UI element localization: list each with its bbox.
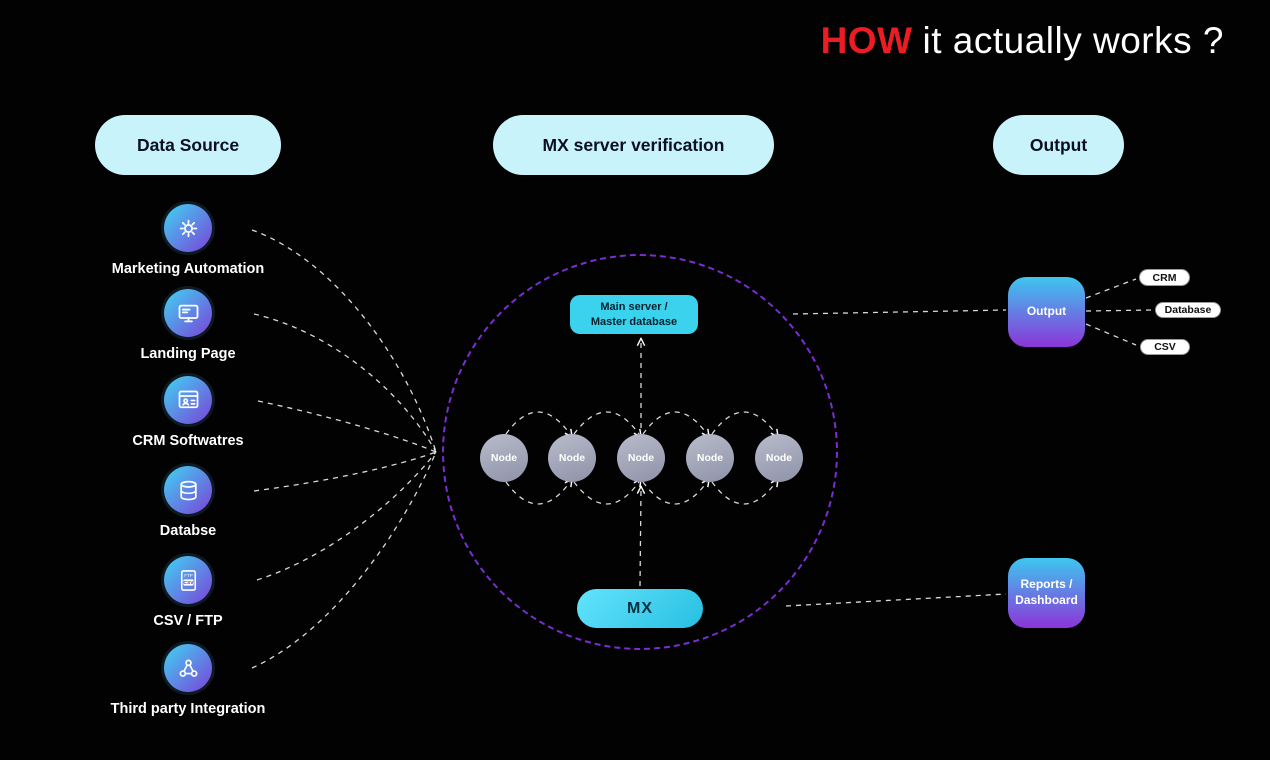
- node-label: Node: [627, 452, 655, 464]
- source-item-third-party: Third party Integration: [78, 644, 298, 717]
- source-label: Databse: [159, 523, 217, 539]
- header-data-source: Data Source: [95, 115, 281, 175]
- output-to-crm: [1085, 278, 1137, 299]
- source-label: Landing Page: [140, 346, 236, 362]
- marketing-automation-icon: [164, 204, 212, 252]
- node-label: Node: [490, 452, 518, 464]
- circle-to-reports: [785, 593, 1007, 607]
- svg-text:CSV: CSV: [183, 580, 194, 586]
- verification-cluster-circle: [442, 254, 838, 650]
- node-circle-1: Node: [480, 434, 528, 482]
- output-target-csv: CSV: [1140, 339, 1190, 355]
- title-highlight: HOW: [820, 20, 913, 61]
- output-to-database: [1085, 309, 1154, 312]
- source-label: Marketing Automation: [111, 261, 265, 277]
- source-label: Third party Integration: [110, 701, 266, 717]
- circle-to-output: [792, 309, 1007, 315]
- landing-page-icon: [164, 289, 212, 337]
- output-to-csv: [1085, 323, 1137, 346]
- node-circle-5: Node: [755, 434, 803, 482]
- node-circle-3: Node: [617, 434, 665, 482]
- title-rest: it actually works ?: [922, 20, 1224, 61]
- main-server-box: Main server / Master database: [570, 295, 698, 334]
- output-target-database: Database: [1155, 302, 1221, 318]
- header-output: Output: [993, 115, 1124, 175]
- mx-box: MX: [577, 589, 703, 628]
- source-item-landing-page: Landing Page: [78, 289, 298, 362]
- output-box-label: Output: [1026, 304, 1067, 319]
- source-label: CSV / FTP: [153, 613, 223, 629]
- node-label: Node: [765, 452, 793, 464]
- main-server-line1: Main server /: [600, 300, 668, 313]
- node-circle-4: Node: [686, 434, 734, 482]
- source-item-database: Databse: [78, 466, 298, 539]
- reports-dashboard-box: Reports / Dashboard: [1008, 558, 1085, 628]
- source-item-crm-software: CRM Softwatres: [78, 376, 298, 449]
- reports-line2: Dashboard: [1015, 593, 1078, 607]
- csv-ftp-icon: FTP CSV: [164, 556, 212, 604]
- header-mx-verification: MX server verification: [493, 115, 774, 175]
- source-label: CRM Softwatres: [132, 433, 244, 449]
- database-icon: [164, 466, 212, 514]
- node-circle-2: Node: [548, 434, 596, 482]
- reports-line1: Reports /: [1020, 577, 1073, 592]
- svg-text:FTP: FTP: [184, 573, 193, 578]
- output-box: Output: [1008, 277, 1085, 347]
- main-server-line2: Master database: [590, 315, 678, 328]
- node-label: Node: [696, 452, 724, 464]
- output-target-crm: CRM: [1139, 269, 1190, 286]
- third-party-integration-icon: [164, 644, 212, 692]
- crm-software-icon: [164, 376, 212, 424]
- source-item-marketing-automation: Marketing Automation: [78, 204, 298, 277]
- source-item-csv-ftp: FTP CSV CSV / FTP: [78, 556, 298, 629]
- node-label: Node: [558, 452, 586, 464]
